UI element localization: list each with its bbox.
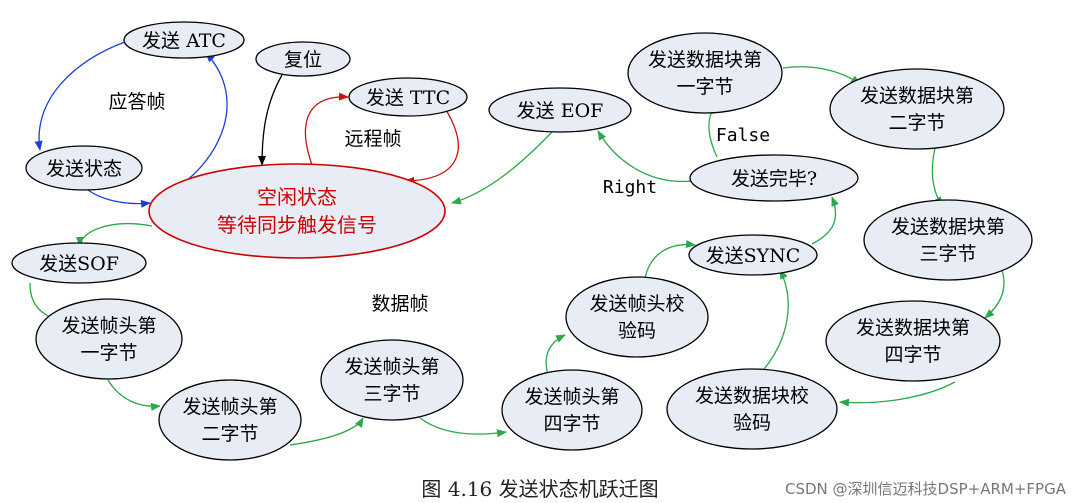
node-header4-label-2: 四字节: [543, 413, 600, 435]
node-header1: 发送帧头第 一字节: [35, 298, 183, 380]
node-block-crc-label-2: 验码: [733, 412, 771, 434]
edge-eof-to-idle: [451, 131, 553, 205]
edge-hdr1-to-hdr2: [107, 379, 161, 411]
edge-idle-to-sof: [76, 223, 153, 247]
edge-hdr4-to-hdrcrc: [545, 334, 566, 376]
node-block1-label-2: 一字节: [676, 76, 733, 98]
node-header2-label-2: 二字节: [201, 423, 258, 445]
edge-block3-to-block4: [984, 269, 1005, 319]
edge-idle-to-ttc: [304, 92, 349, 166]
edge-block1-to-block2: [782, 66, 861, 85]
node-send-eof: 发送 EOF: [488, 87, 632, 133]
label-answer-frame: 应答帧: [108, 91, 165, 113]
node-header3-label-2: 三字节: [363, 383, 420, 405]
node-idle: 空闲状态 等待同步触发信号: [148, 163, 446, 259]
node-block3: 发送数据块第 三字节: [863, 199, 1033, 281]
node-idle-label-1: 空闲状态: [257, 185, 337, 209]
node-send-sof-label: 发送SOF: [39, 253, 119, 275]
edge-ttc-to-idle: [404, 109, 459, 185]
node-send-eof-label: 发送 EOF: [517, 100, 604, 122]
node-block1: 发送数据块第 一字节: [627, 32, 783, 114]
node-send-done-label: 发送完毕?: [731, 168, 817, 190]
node-send-ttc: 发送 TTC: [348, 77, 468, 117]
node-block3-label-1: 发送数据块第: [891, 216, 1005, 238]
label-false: False: [716, 125, 770, 146]
watermark: CSDN @深圳信迈科技DSP+ARM+FPGA: [785, 480, 1067, 498]
node-send-status-label: 发送状态: [46, 158, 122, 180]
edge-status-to-idle: [87, 189, 151, 208]
node-send-done: 发送完毕?: [689, 154, 859, 202]
edge-block2-to-block3: [931, 147, 943, 207]
node-block2-label-1: 发送数据块第: [860, 85, 974, 107]
node-send-sof: 发送SOF: [11, 242, 147, 284]
edge-hdr2-to-hdr3: [289, 417, 364, 446]
node-header2: 发送帧头第 二字节: [158, 379, 302, 461]
node-send-atc-label: 发送 ATC: [142, 30, 226, 52]
node-block2: 发送数据块第 二字节: [829, 68, 1005, 150]
node-send-status: 发送状态: [25, 145, 143, 191]
node-block1-label-1: 发送数据块第: [648, 49, 762, 71]
node-reset: 复位: [255, 41, 351, 77]
edge-idle-to-atc: [184, 52, 228, 183]
node-header3-label-1: 发送帧头第: [344, 356, 439, 378]
node-header4-label-1: 发送帧头第: [524, 386, 619, 408]
edge-sync-to-done: [811, 196, 839, 245]
edge-hdr3-to-hdr4: [419, 417, 507, 438]
node-block4-label-2: 四字节: [884, 344, 941, 366]
edge-block4-to-blkcrc: [839, 381, 956, 407]
node-header-crc: 发送帧头校 验码: [565, 276, 709, 358]
node-send-ttc-label: 发送 TTC: [366, 87, 450, 109]
edge-done-to-eof: [597, 130, 693, 183]
node-header1-label-1: 发送帧头第: [61, 315, 156, 337]
label-data-frame: 数据帧: [371, 293, 428, 315]
node-header2-label-1: 发送帧头第: [182, 396, 277, 418]
node-idle-label-2: 等待同步触发信号: [217, 213, 377, 237]
edge-blkcrc-to-sync: [759, 269, 789, 375]
label-remote-frame: 远程帧: [344, 128, 401, 150]
node-block-crc: 发送数据块校 验码: [666, 368, 838, 450]
node-header3: 发送帧头第 三字节: [320, 339, 464, 421]
node-block2-label-2: 二字节: [888, 112, 945, 134]
edge-atc-to-status: [34, 41, 126, 151]
node-header1-label-2: 一字节: [80, 342, 137, 364]
label-right: Right: [603, 177, 657, 198]
node-send-sync-label: 发送SYNC: [706, 245, 801, 267]
node-header4: 发送帧头第 四字节: [501, 369, 643, 451]
node-header-crc-label-2: 验码: [618, 320, 656, 342]
node-send-atc: 发送 ATC: [123, 21, 245, 59]
figure-caption: 图 4.16 发送状态机跃迁图: [421, 477, 658, 501]
node-header-crc-label-1: 发送帧头校: [589, 293, 684, 315]
node-reset-label: 复位: [284, 49, 322, 71]
edge-reset-to-idle: [258, 74, 283, 166]
node-block-crc-label-1: 发送数据块校: [695, 385, 809, 407]
node-block4: 发送数据块第 四字节: [825, 300, 1001, 382]
edge-hdrcrc-to-sync: [644, 240, 696, 279]
node-block3-label-2: 三字节: [919, 243, 976, 265]
node-send-sync: 发送SYNC: [688, 234, 818, 276]
node-block4-label-1: 发送数据块第: [856, 317, 970, 339]
